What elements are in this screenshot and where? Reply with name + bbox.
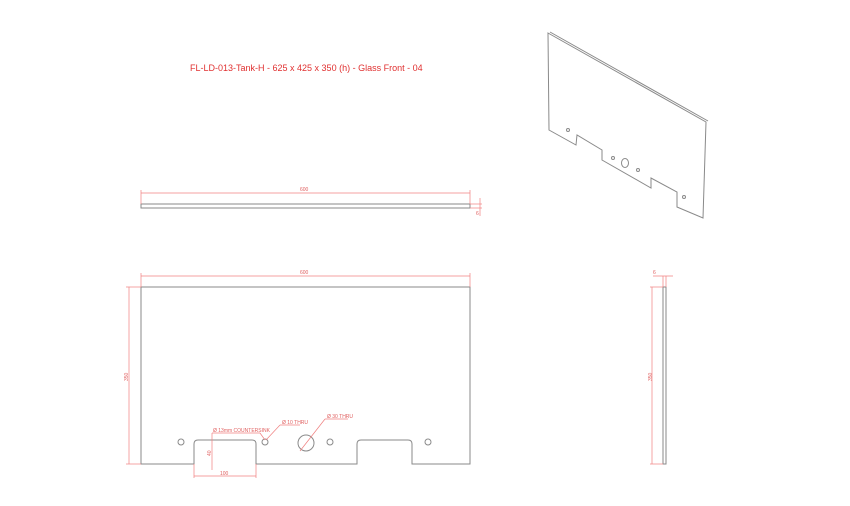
side-view: 350 6 — [648, 270, 673, 465]
iso-panel-edge — [549, 31, 709, 122]
countersink-label: Ø 13mm COUNTERSINK — [213, 428, 271, 434]
side-thickness-label: 6 — [653, 270, 656, 276]
iso-panel-outline — [547, 32, 707, 219]
side-view-outline — [662, 286, 667, 465]
front-panel-outline — [140, 286, 471, 465]
small-hole — [326, 438, 334, 446]
notch-width-label: 100 — [220, 471, 229, 477]
top-width-label: 600 — [300, 187, 309, 193]
iso-large-hole — [621, 158, 629, 168]
front-view: 600 350 40 100 Ø 13mm COUNTERSINK Ø 10 T… — [124, 270, 471, 478]
large-hole-label: Ø 30 THRU — [327, 414, 353, 420]
iso-hole — [682, 195, 686, 199]
front-width-label: 600 — [300, 270, 309, 276]
small-hole — [261, 438, 269, 446]
isometric-view — [547, 31, 709, 219]
notch-depth-label: 40 — [207, 450, 213, 456]
large-hole — [297, 434, 315, 452]
top-view-outline — [140, 203, 471, 209]
iso-hole — [566, 128, 570, 132]
iso-hole — [611, 156, 615, 160]
front-height-label: 350 — [124, 372, 130, 381]
side-height-label: 350 — [648, 372, 654, 381]
countersink-hole — [424, 438, 432, 446]
small-hole-label: Ø 10 THRU — [282, 420, 308, 426]
iso-hole — [636, 168, 640, 172]
drawing-title: FL-LD-013-Tank-H - 625 x 425 x 350 (h) -… — [190, 63, 423, 73]
countersink-hole — [177, 438, 185, 446]
top-view: 600 6 — [140, 187, 482, 217]
top-thickness-label: 6 — [476, 211, 479, 217]
